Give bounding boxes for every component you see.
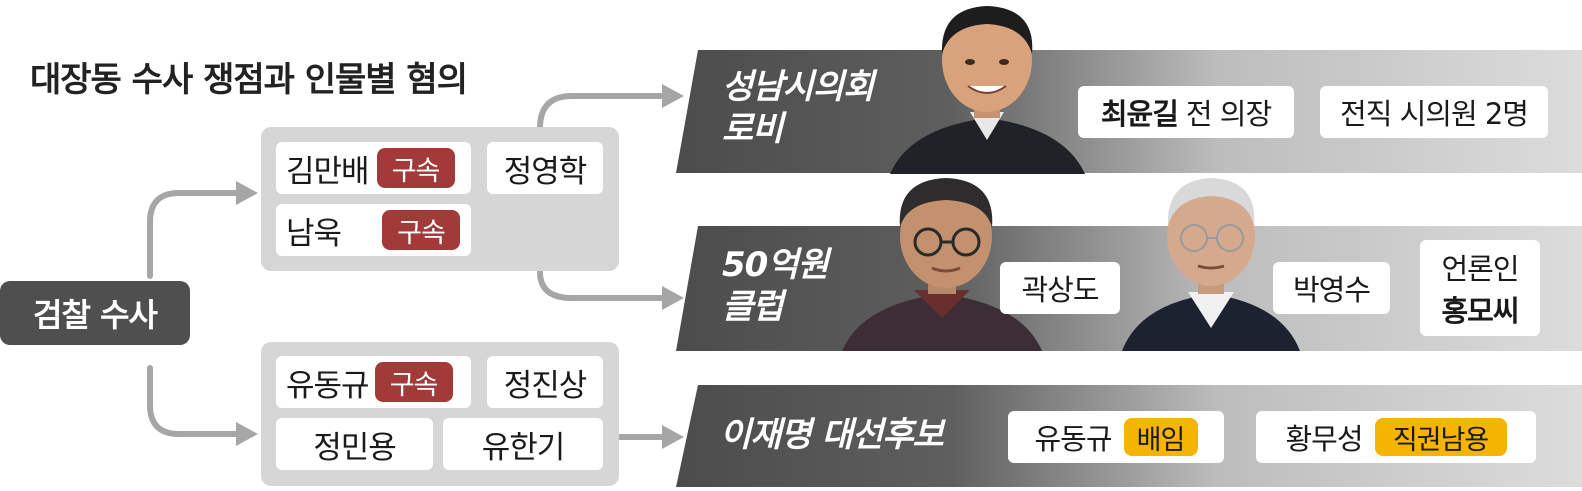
cell-name: 김만배 bbox=[286, 153, 370, 190]
tag-choi-yungil: 최윤길 전 의장 bbox=[1078, 86, 1294, 138]
band-label: 성남시의회 로비 bbox=[722, 67, 874, 149]
tag-hwang-museong: 황무성 직권남용 bbox=[1256, 411, 1536, 463]
photo-choi-yungil-icon bbox=[890, 6, 1085, 174]
cell-kim-manbae: 김만배 구속 bbox=[276, 142, 471, 194]
cell-yoo-hangi: 유한기 bbox=[443, 418, 603, 470]
cell-name: 남욱 bbox=[286, 215, 342, 252]
photo-park-youngsu-icon bbox=[1122, 178, 1300, 351]
cell-jung-jinsang: 정진상 bbox=[487, 356, 603, 408]
tag-kwak-sangdo: 곽상도 bbox=[1000, 262, 1120, 314]
cell-name: 정민용 bbox=[313, 429, 397, 466]
cell-jung-minyong: 정민용 bbox=[276, 418, 433, 470]
tag-journalist-hong: 언론인 홍모씨 bbox=[1420, 240, 1540, 336]
arrow-root-to-bottom-group bbox=[147, 365, 241, 437]
root-node-prosecution: 검찰 수사 bbox=[0, 281, 190, 345]
photo-kwak-sangdo-icon bbox=[842, 178, 1042, 351]
arrow-top-to-band2 bbox=[537, 269, 667, 301]
charge-badge: 배임 bbox=[1123, 418, 1198, 456]
arrow-root-to-top-group bbox=[147, 190, 241, 279]
cell-name: 정영학 bbox=[503, 153, 588, 190]
band-label: 50억원 클럽 bbox=[722, 245, 829, 327]
band-label: 이재명 대선후보 bbox=[720, 415, 944, 455]
status-badge: 구속 bbox=[374, 362, 453, 402]
cell-name: 정진상 bbox=[503, 367, 588, 404]
tag-park-youngsu: 박영수 bbox=[1273, 262, 1390, 314]
cell-name: 유동규 bbox=[286, 367, 370, 404]
tag-former-councilors: 전직 시의원 2명 bbox=[1320, 86, 1548, 138]
status-badge: 구속 bbox=[382, 210, 460, 250]
cell-yoo-donggyu: 유동규 구속 bbox=[276, 356, 471, 408]
cell-name: 유한기 bbox=[481, 429, 566, 466]
status-badge: 구속 bbox=[376, 148, 455, 188]
tag-yoo-donggyu: 유동규 배임 bbox=[1008, 411, 1224, 463]
cell-jung-younghak: 정영학 bbox=[487, 142, 603, 194]
cell-nam-wook: 남욱 구속 bbox=[276, 204, 471, 256]
page-title: 대장동 수사 쟁점과 인물별 혐의 bbox=[30, 60, 468, 100]
arrow-top-to-band1 bbox=[537, 93, 667, 131]
charge-badge: 직권남용 bbox=[1374, 418, 1507, 456]
